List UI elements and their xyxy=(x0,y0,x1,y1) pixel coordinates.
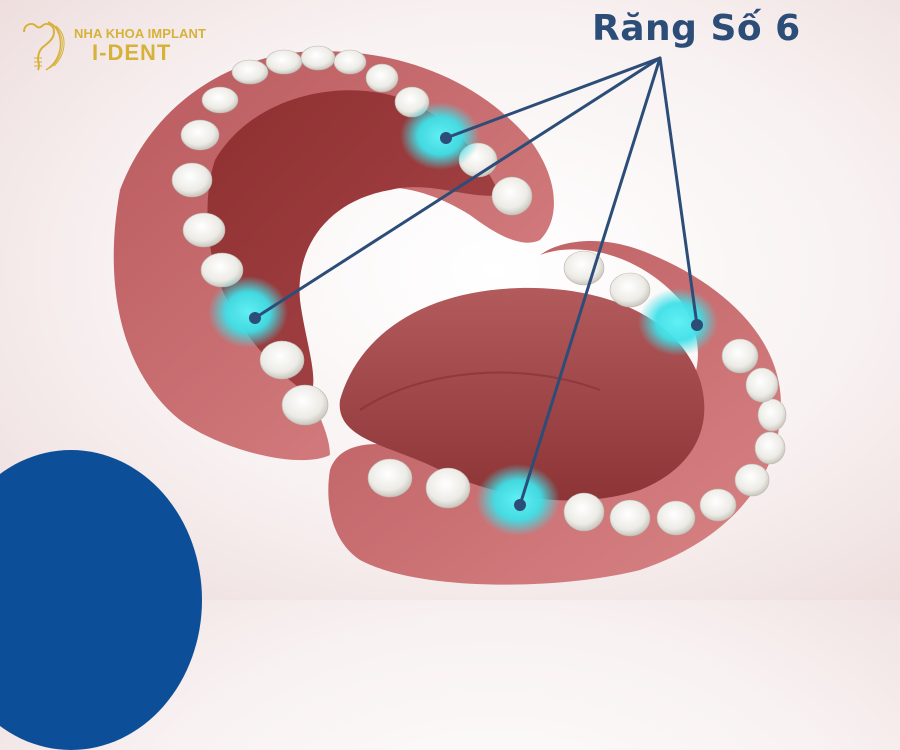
brand-tagline: NHA KHOA IMPLANT xyxy=(74,26,207,41)
pointer-dots xyxy=(249,132,703,511)
upper-right-molar-highlight xyxy=(400,102,480,170)
mouth-illustration xyxy=(113,45,787,585)
tongue xyxy=(339,287,705,501)
upper-left-molar-highlight xyxy=(208,276,288,348)
tooth-logo-icon xyxy=(23,21,65,71)
brand-name: I-DENT xyxy=(92,40,172,65)
illustration-canvas: NHA KHOA IMPLANT I-DENT Răng Số 6 xyxy=(0,8,801,750)
page-title: Răng Số 6 xyxy=(592,8,801,49)
lower-right-molar-highlight xyxy=(638,288,718,356)
upper-jaw xyxy=(113,45,554,461)
pointer-lines xyxy=(253,56,699,507)
brand-logo: NHA KHOA IMPLANT I-DENT xyxy=(16,18,206,74)
lower-jaw xyxy=(328,240,787,585)
